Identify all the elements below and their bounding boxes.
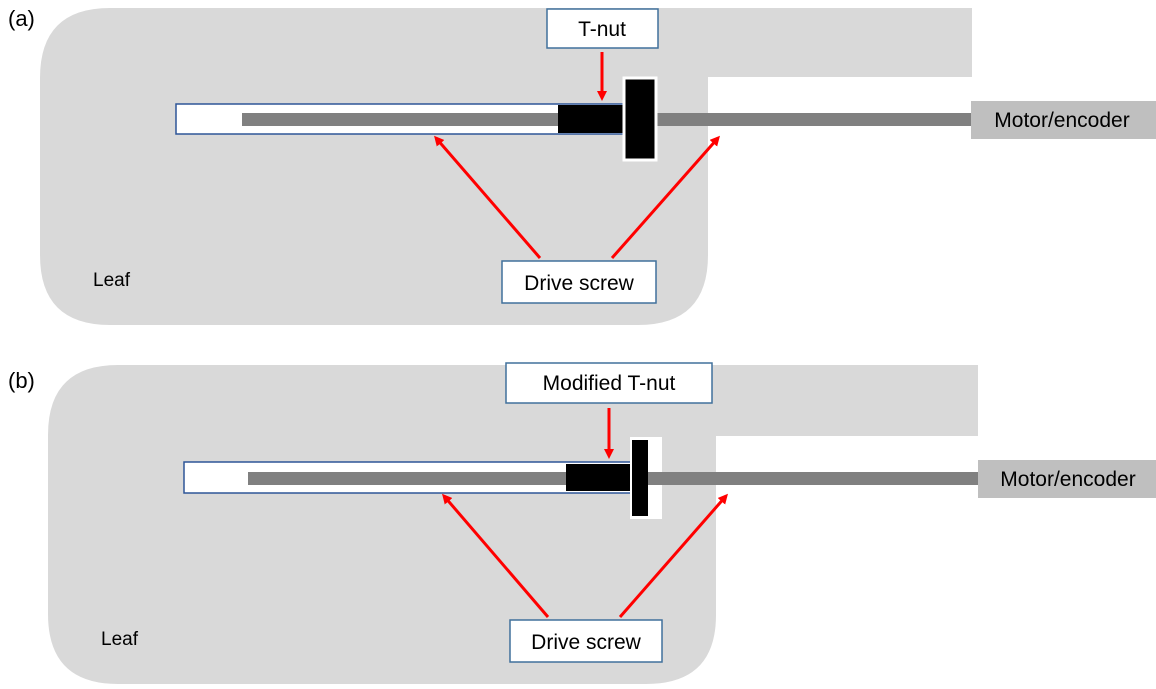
panel-b: (b) Motor/encoder Modified T-nut Drive s… (8, 362, 1156, 684)
drive-screw-callout-box (509, 619, 663, 663)
panel-a-label: (a) (8, 6, 35, 31)
modified-t-nut (566, 437, 662, 519)
tnut-callout-box (546, 8, 659, 49)
tnut-callout-label: T-nut (578, 18, 626, 41)
motor-encoder-label: Motor/encoder (1000, 468, 1135, 491)
drive-screw-arrow-right (618, 493, 728, 618)
modified-tnut-callout-label: Modified T-nut (543, 372, 676, 395)
leaf-label: Leaf (101, 629, 139, 650)
drive-screw-arrow-right (610, 135, 720, 259)
drive-screw-callout-label: Drive screw (524, 272, 635, 295)
modified-tnut-callout-box (505, 362, 713, 404)
t-nut (558, 76, 658, 162)
motor-encoder-box (978, 460, 1156, 498)
motor-encoder-box (971, 101, 1156, 139)
drive-screw-arrow-left (442, 493, 550, 618)
drive-screw-callout-box (501, 260, 657, 304)
panel-b-label: (b) (8, 368, 35, 393)
drive-screw-arrow-left (434, 135, 542, 259)
leaf-body (40, 8, 972, 325)
drive-screw-callout-label: Drive screw (531, 631, 642, 654)
leaf-body (48, 365, 978, 684)
leaf-label: Leaf (93, 270, 131, 291)
motor-encoder-label: Motor/encoder (994, 109, 1129, 132)
panel-a: (a) Motor/encoder T-nut Drive screw Leaf (8, 6, 1156, 325)
